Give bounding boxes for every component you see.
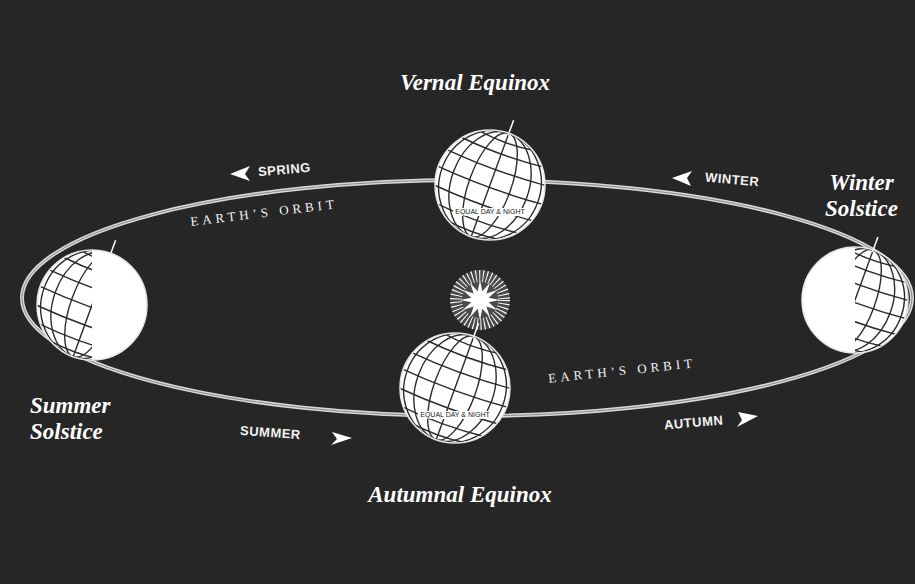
earth-globe: Summer Solstice (37, 250, 147, 360)
sun-symbol (450, 270, 510, 330)
globe-outline (802, 247, 908, 353)
position-heading: Winter Solstice (813, 170, 910, 222)
direction-arrow (672, 171, 692, 186)
globe-caption: EQUAL DAY & NIGHT (418, 411, 492, 419)
season-label: SPRING (257, 161, 311, 180)
position-heading: Autumnal Equinox (330, 482, 590, 508)
orbit-label: EARTH’S ORBIT (548, 356, 697, 386)
globe-outline (400, 333, 510, 443)
globe-caption: EQUAL DAY & NIGHT (453, 208, 527, 216)
position-heading: Vernal Equinox (355, 70, 595, 96)
season-label: SUMMER (240, 424, 302, 443)
direction-arrow (331, 432, 352, 445)
direction-arrow (230, 166, 250, 181)
season-label: AUTUMN (663, 413, 723, 433)
globe-outline (37, 250, 147, 360)
earth-globe: Vernal EquinoxEQUAL DAY & NIGHT (435, 130, 545, 240)
direction-arrow (737, 412, 758, 427)
position-heading: Summer Solstice (30, 393, 160, 445)
earth-globe: Winter Solstice (802, 247, 908, 353)
earth-globe: Autumnal EquinoxEQUAL DAY & NIGHT (400, 333, 510, 443)
season-label: WINTER (704, 171, 759, 191)
globe-outline (435, 130, 545, 240)
